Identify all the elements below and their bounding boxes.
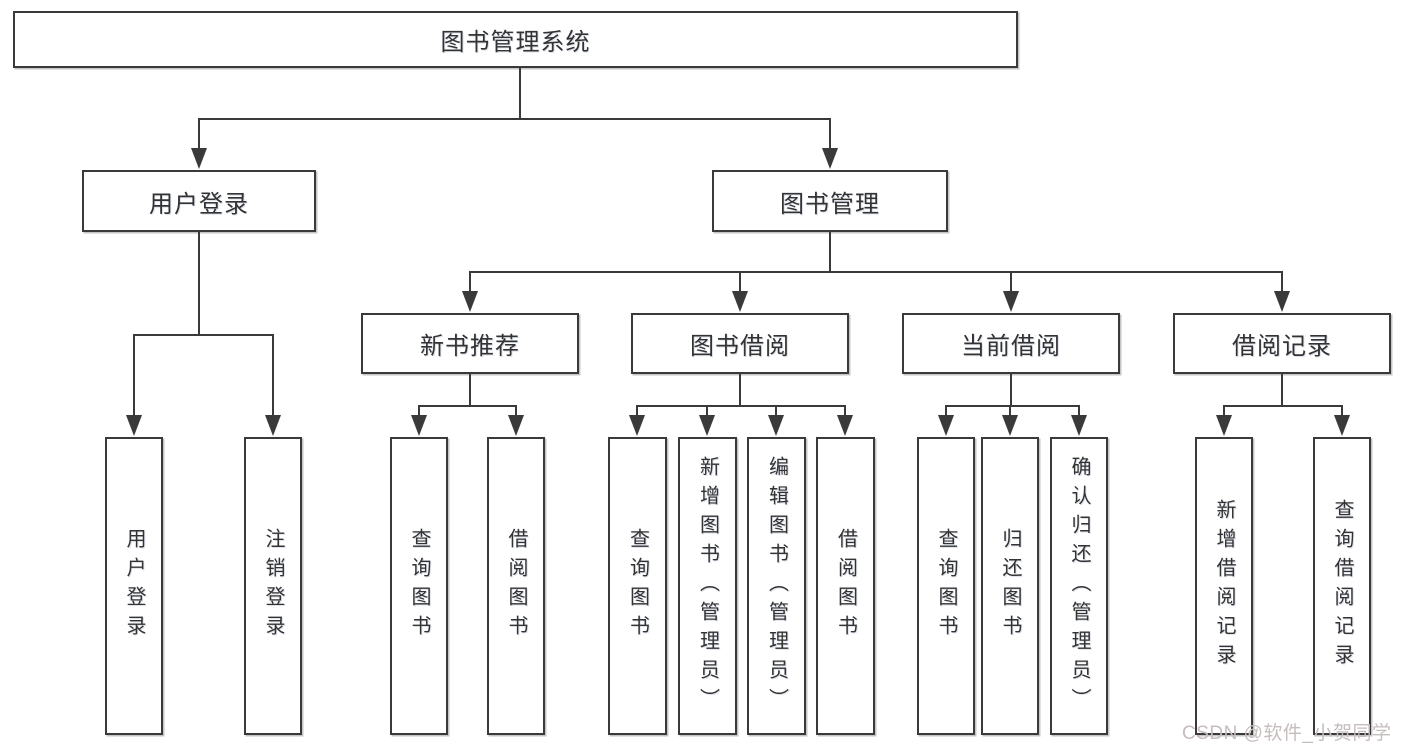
node-user-login: 用户登录 (82, 170, 316, 232)
arrowhead-down-icon (732, 291, 748, 312)
leaf-query-books-current: 查询图书 (917, 437, 975, 735)
connector-line (272, 334, 274, 416)
node-book-management-label: 图书管理 (780, 190, 880, 218)
connector-line (706, 405, 708, 417)
connector-line (739, 271, 741, 293)
leaf-user-login: 用户登录 (105, 437, 163, 735)
node-root-library-system: 图书管理系统 (13, 11, 1018, 68)
arrowhead-down-icon (462, 291, 478, 312)
connector-line (133, 334, 135, 416)
leaf-borrow-books-recommend-label: 借阅图书 (505, 528, 527, 644)
leaf-query-books-borrow: 查询图书 (608, 437, 667, 735)
arrowhead-down-icon (126, 415, 142, 436)
leaf-add-books-admin-label: 新增图书（管理员） (696, 455, 719, 717)
connector-line (636, 405, 638, 417)
leaf-logout-label: 注销登录 (262, 528, 284, 644)
connector-line (469, 271, 471, 293)
connector-line (1010, 374, 1012, 407)
connector-line (133, 334, 274, 336)
arrowhead-down-icon (1003, 291, 1019, 312)
csdn-watermark: CSDN @软件_小贺同学 (1182, 723, 1392, 744)
leaf-logout: 注销登录 (244, 437, 302, 735)
arrowhead-down-icon (837, 415, 853, 436)
arrowhead-down-icon (1002, 415, 1018, 436)
connector-line (1281, 271, 1283, 293)
arrowhead-down-icon (411, 415, 427, 436)
leaf-confirm-return-admin: 确认归还（管理员） (1050, 437, 1108, 735)
connector-line (844, 405, 846, 417)
leaf-query-books-recommend: 查询图书 (390, 437, 448, 735)
connector-line (945, 405, 1080, 407)
connector-line (1281, 374, 1283, 407)
connector-line (1223, 405, 1343, 407)
leaf-query-books-borrow-label: 查询图书 (626, 528, 649, 644)
connector-line (519, 68, 521, 119)
leaf-query-borrow-record-label: 查询借阅记录 (1331, 499, 1353, 673)
arrowhead-down-icon (191, 148, 207, 169)
arrowhead-down-icon (938, 415, 954, 436)
node-book-borrowing-label: 图书借阅 (690, 333, 790, 360)
leaf-return-books-label: 归还图书 (999, 528, 1021, 644)
leaf-edit-books-admin-label: 编辑图书（管理员） (765, 455, 788, 717)
arrowhead-down-icon (1216, 415, 1232, 436)
leaf-user-login-label: 用户登录 (123, 528, 145, 644)
leaf-borrow-books-label: 借阅图书 (834, 528, 857, 644)
arrowhead-down-icon (629, 415, 645, 436)
node-book-management: 图书管理 (712, 170, 948, 232)
arrowhead-down-icon (1334, 415, 1350, 436)
arrowhead-down-icon (508, 415, 524, 436)
leaf-confirm-return-admin-label: 确认归还（管理员） (1068, 455, 1090, 717)
connector-line (418, 405, 420, 417)
node-book-borrowing: 图书借阅 (631, 313, 849, 374)
connector-line (1009, 405, 1011, 417)
connector-line (418, 405, 517, 407)
connector-line (636, 405, 846, 407)
node-borrowing-records: 借阅记录 (1173, 313, 1391, 374)
node-borrowing-records-label: 借阅记录 (1232, 333, 1332, 360)
connector-line (469, 271, 1283, 273)
arrowhead-down-icon (768, 415, 784, 436)
connector-line (198, 118, 200, 151)
connector-line (1078, 405, 1080, 417)
leaf-query-books-current-label: 查询图书 (935, 528, 957, 644)
connector-line (829, 118, 831, 151)
arrowhead-down-icon (1274, 291, 1290, 312)
leaf-add-borrow-record-label: 新增借阅记录 (1213, 499, 1235, 673)
connector-line (945, 405, 947, 417)
connector-line (515, 405, 517, 417)
connector-line (775, 405, 777, 417)
connector-line (469, 374, 471, 407)
connector-line (198, 118, 831, 120)
leaf-borrow-books-recommend: 借阅图书 (487, 437, 545, 735)
connector-line (1223, 405, 1225, 417)
connector-line (198, 232, 200, 336)
node-current-borrowing-label: 当前借阅 (961, 333, 1061, 360)
connector-line (829, 232, 831, 273)
leaf-add-borrow-record: 新增借阅记录 (1195, 437, 1253, 735)
leaf-return-books: 归还图书 (981, 437, 1039, 735)
arrowhead-down-icon (265, 415, 281, 436)
leaf-edit-books-admin: 编辑图书（管理员） (747, 437, 806, 735)
leaf-borrow-books: 借阅图书 (816, 437, 875, 735)
leaf-query-books-recommend-label: 查询图书 (408, 528, 430, 644)
leaf-query-borrow-record: 查询借阅记录 (1313, 437, 1371, 735)
leaf-add-books-admin: 新增图书（管理员） (678, 437, 737, 735)
arrowhead-down-icon (699, 415, 715, 436)
arrowhead-down-icon (822, 148, 838, 169)
node-current-borrowing: 当前借阅 (902, 313, 1120, 374)
arrowhead-down-icon (1071, 415, 1087, 436)
node-new-book-recommendation-label: 新书推荐 (420, 333, 520, 360)
node-root-label: 图书管理系统 (440, 29, 591, 56)
connector-line (739, 374, 741, 407)
connector-line (1341, 405, 1343, 417)
node-user-login-label: 用户登录 (149, 190, 249, 218)
node-new-book-recommendation: 新书推荐 (361, 313, 579, 374)
connector-line (1010, 271, 1012, 293)
